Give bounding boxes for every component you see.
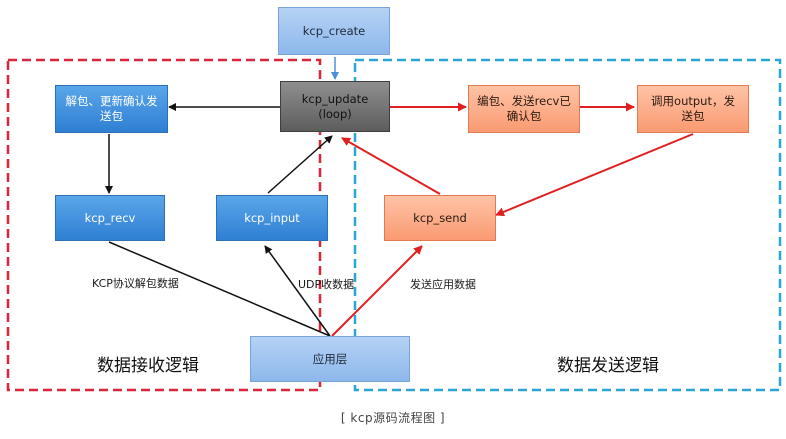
edge-app-to-input bbox=[264, 245, 331, 337]
node-kcp-update: kcp_update (loop) bbox=[280, 81, 390, 132]
node-call-output: 调用output，发 送包 bbox=[637, 85, 749, 133]
node-kcp-input: kcp_input bbox=[216, 195, 328, 241]
edge-recv-to-app bbox=[108, 241, 331, 337]
edge-input-to-update bbox=[267, 135, 333, 194]
region-label-receive-logic: 数据接收逻辑 bbox=[97, 356, 199, 376]
label-send-app-data: 发送应用数据 bbox=[410, 278, 476, 291]
label-udp-receive-data: UDP收数据 bbox=[298, 278, 355, 291]
send-region-border bbox=[353, 58, 782, 392]
node-kcp-send: kcp_send bbox=[384, 195, 496, 241]
edge-send-to-update bbox=[341, 137, 441, 195]
label-kcp-unpack-data: KCP协议解包数据 bbox=[92, 277, 179, 290]
edge-output-to-send bbox=[495, 133, 694, 217]
node-app-layer: 应用层 bbox=[250, 336, 410, 382]
node-encode-send-ack: 编包、发送recv已 确认包 bbox=[468, 85, 580, 133]
node-kcp-create: kcp_create bbox=[278, 7, 390, 55]
figure-caption: [ kcp源码流程图 ] bbox=[340, 411, 446, 425]
region-label-send-logic: 数据发送逻辑 bbox=[557, 356, 659, 376]
node-kcp-recv: kcp_recv bbox=[55, 195, 165, 241]
node-unpack-update-ack: 解包、更新确认发 送包 bbox=[55, 85, 168, 133]
edge-app-to-send bbox=[331, 245, 423, 337]
